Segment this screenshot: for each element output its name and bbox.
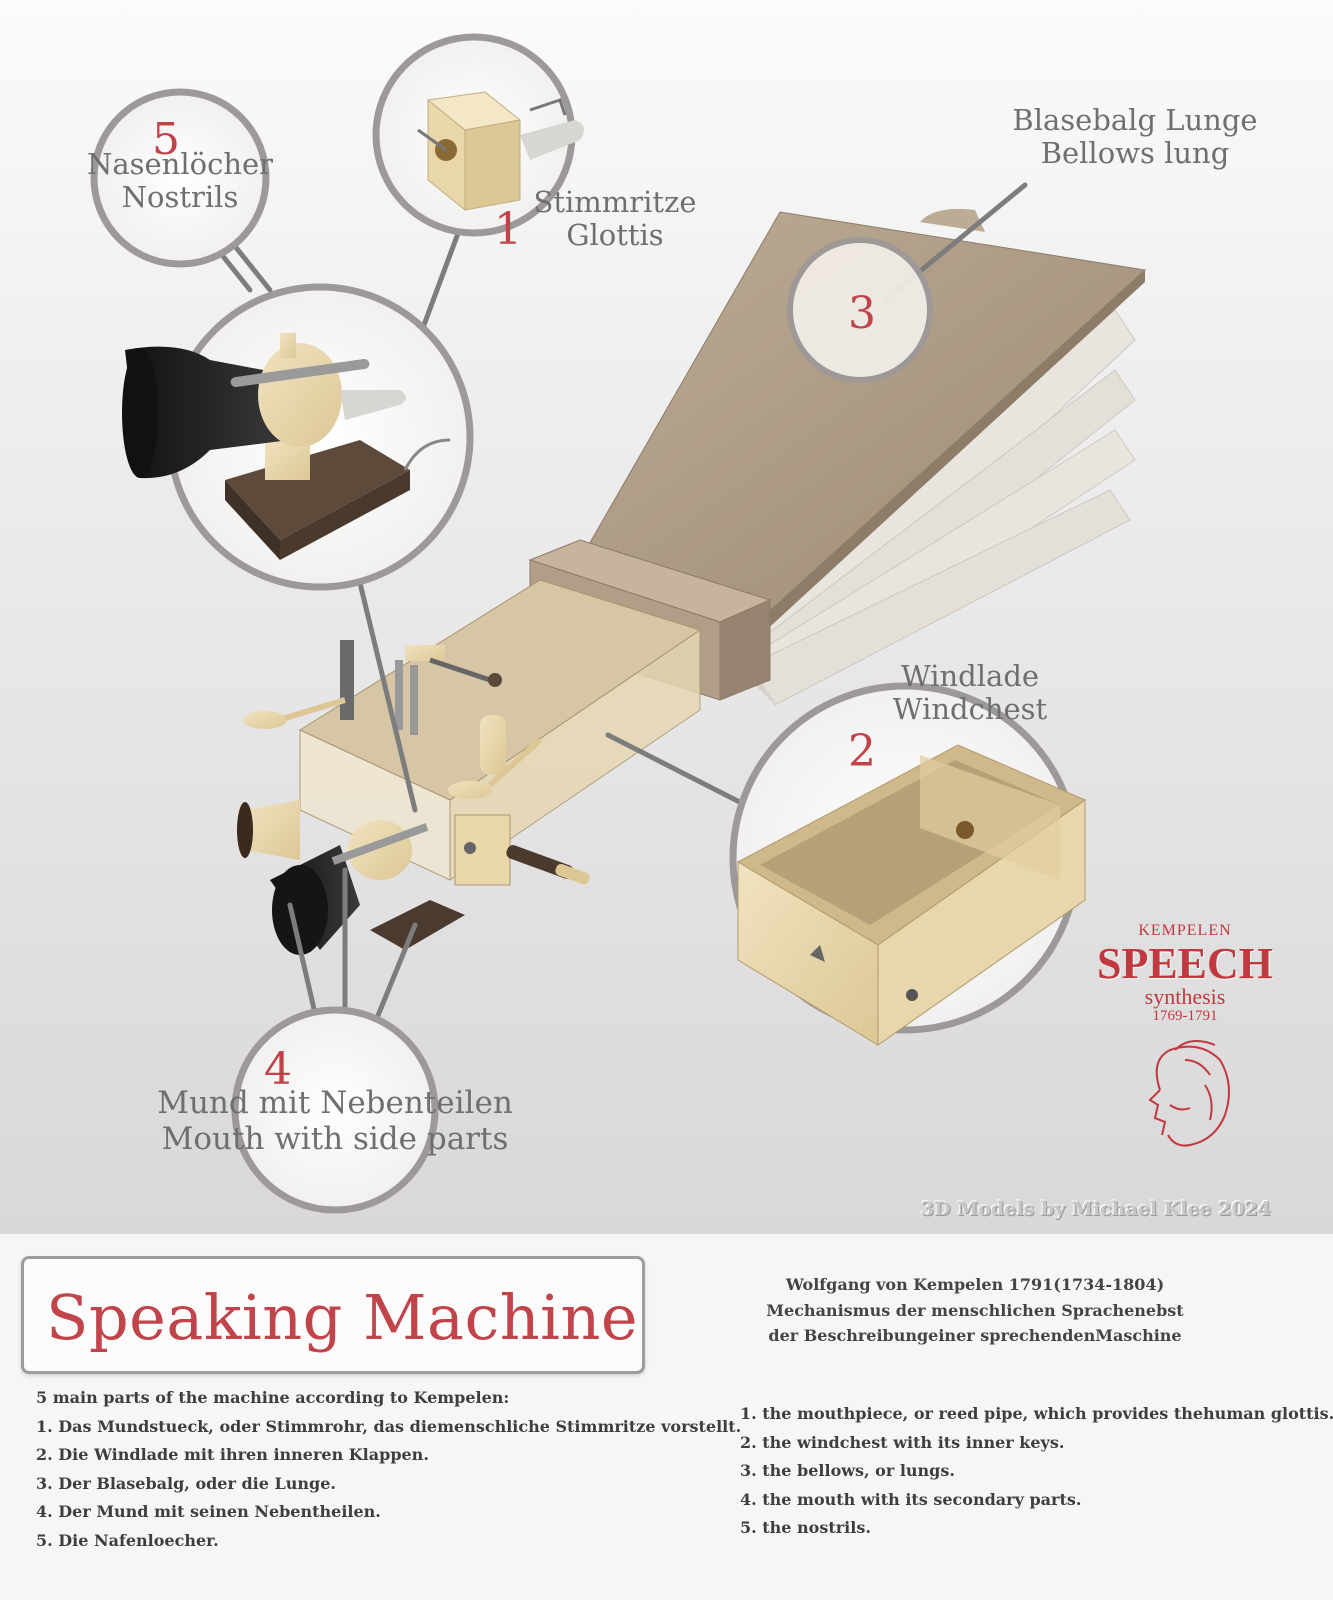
part-number-5: 5 bbox=[152, 114, 180, 165]
list-item: 5. the nostrils. bbox=[740, 1518, 871, 1538]
reference-line: Wolfgang von Kempelen 1791(1734-1804) bbox=[785, 1275, 1165, 1294]
part-label-5-de: Nasenlöcher bbox=[86, 147, 274, 181]
reference-line: Mechanismus der menschlichen Sprachenebs… bbox=[766, 1300, 1184, 1320]
callout-circle-1 bbox=[372, 33, 584, 237]
callout-circle-mouthpiece bbox=[122, 283, 474, 591]
part-number-4: 4 bbox=[264, 1044, 292, 1095]
logo-line-4: 1769-1791 bbox=[1152, 1008, 1218, 1024]
callout-circle-4 bbox=[231, 1006, 439, 1214]
reference-line: der Beschreibungeiner sprechendenMaschin… bbox=[768, 1326, 1182, 1346]
bellows-folds bbox=[734, 309, 1136, 706]
callout-circle-3 bbox=[787, 237, 933, 383]
list-item: 4. Der Mund mit seinen Nebentheilen. bbox=[36, 1502, 381, 1522]
illustration-area: 5 Nasenlöcher Nostrils 1 Stimmritze Glot… bbox=[0, 0, 1333, 1234]
list-item: 1. the mouthpiece, or reed pipe, which p… bbox=[740, 1404, 1333, 1423]
list-item: 4. the mouth with its secondary parts. bbox=[740, 1489, 1082, 1509]
part-label-1: Stimmritze Glottis bbox=[520, 185, 710, 253]
reference-text: Wolfgang von Kempelen 1791(1734-1804) Me… bbox=[760, 1272, 1190, 1349]
list-item: 1. Das Mundstueck, oder Stimmrohr, das d… bbox=[36, 1416, 742, 1436]
list-item: 5. Die Nafenloecher. bbox=[36, 1530, 219, 1550]
callout-circle-2 bbox=[729, 682, 1087, 1046]
callout-circle-5 bbox=[90, 88, 270, 268]
machine-illustration bbox=[90, 33, 1230, 1214]
list-item: 3. the bellows, or lungs. bbox=[740, 1461, 955, 1481]
part-label-3-en: Bellows lung bbox=[1040, 136, 1230, 171]
logo-line-2: SPEECH bbox=[1096, 939, 1274, 988]
part-label-5-en: Nostrils bbox=[121, 180, 239, 215]
part-label-1-en: Glottis bbox=[566, 218, 664, 253]
part-label-2: Windlade Windchest bbox=[880, 659, 1060, 727]
page-title: Speaking Machine bbox=[46, 1281, 639, 1354]
part-label-4-de: Mund mit Nebenteilen bbox=[157, 1085, 513, 1121]
list-item: 3. Der Blasebalg, oder die Lunge. bbox=[36, 1473, 336, 1493]
part-label-3-de: Blasebalg Lunge bbox=[1012, 103, 1258, 137]
logo-line-1: KEMPELEN bbox=[1138, 922, 1232, 939]
part-label-5: Nasenlöcher Nostrils bbox=[70, 147, 290, 215]
part-number-2: 2 bbox=[848, 726, 876, 777]
part-label-4: Mund mit Nebenteilen Mouth with side par… bbox=[155, 1085, 515, 1157]
list-item: 2. Die Windlade mit ihren inneren Klappe… bbox=[36, 1445, 429, 1465]
parts-list-english: 1. the mouthpiece, or reed pipe, which p… bbox=[740, 1400, 1333, 1543]
control-levers bbox=[243, 640, 543, 799]
part-number-3: 3 bbox=[848, 288, 876, 339]
part-label-1-de: Stimmritze bbox=[533, 185, 697, 219]
part-label-2-en: Windchest bbox=[892, 692, 1048, 727]
kempelen-portrait-icon bbox=[1148, 1040, 1230, 1147]
kempelen-logo: KEMPELEN SPEECH synthesis 1769-1791 bbox=[1070, 922, 1300, 1025]
part-label-2-de: Windlade bbox=[900, 659, 1040, 693]
title-box: Speaking Machine bbox=[21, 1256, 645, 1374]
credit-text: 3D Models by Michael Klee 2024 bbox=[920, 1198, 1271, 1220]
part-label-4-en: Mouth with side parts bbox=[161, 1120, 509, 1157]
parts-list-german: 5 main parts of the machine according to… bbox=[36, 1384, 741, 1556]
logo-line-3: synthesis bbox=[1144, 984, 1226, 1009]
list-item: 2. the windchest with its inner keys. bbox=[740, 1432, 1065, 1452]
part-number-1: 1 bbox=[494, 204, 522, 255]
part-label-3: Blasebalg Lunge Bellows lung bbox=[1010, 103, 1260, 171]
list-item: 5 main parts of the machine according to… bbox=[36, 1388, 510, 1407]
